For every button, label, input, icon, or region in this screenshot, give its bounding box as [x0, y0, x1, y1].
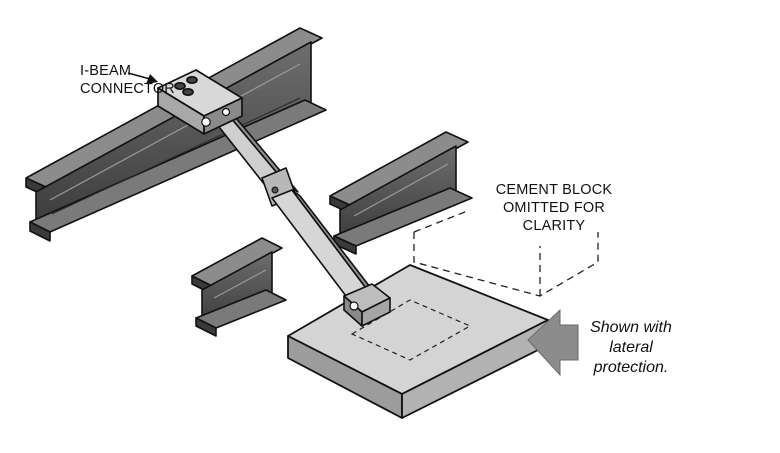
cement-block-label: CEMENT BLOCK OMITTED FOR CLARITY: [484, 181, 624, 235]
connector-label-line-1: I-BEAM: [80, 63, 132, 79]
cement-label-line-3: CLARITY: [522, 218, 586, 234]
short-i-beam: [191, 237, 287, 337]
caption-line-3: protection.: [593, 359, 669, 376]
connector-label-line-2: CONNECTOR: [80, 81, 175, 97]
cement-block-outline: [413, 209, 599, 297]
ground-pad: [287, 264, 549, 419]
caption-line-2: lateral: [609, 339, 653, 356]
cement-label-line-2: OMITTED FOR: [502, 200, 606, 216]
cement-label-line-1: CEMENT BLOCK: [495, 182, 613, 198]
pad-bracket: [343, 283, 391, 327]
lateral-force-arrow-icon: [527, 308, 579, 377]
i-beam-connector-clamp: [157, 69, 243, 135]
i-beam-connector-label: I-BEAM CONNECTOR: [80, 62, 192, 98]
lateral-protection-caption: Shown with lateral protection.: [572, 318, 690, 378]
caption-line-1: Shown with: [590, 319, 672, 336]
middle-i-beam: [329, 131, 473, 255]
connector-leader-arrow: [127, 72, 158, 84]
diagonal-strut: [211, 111, 381, 305]
